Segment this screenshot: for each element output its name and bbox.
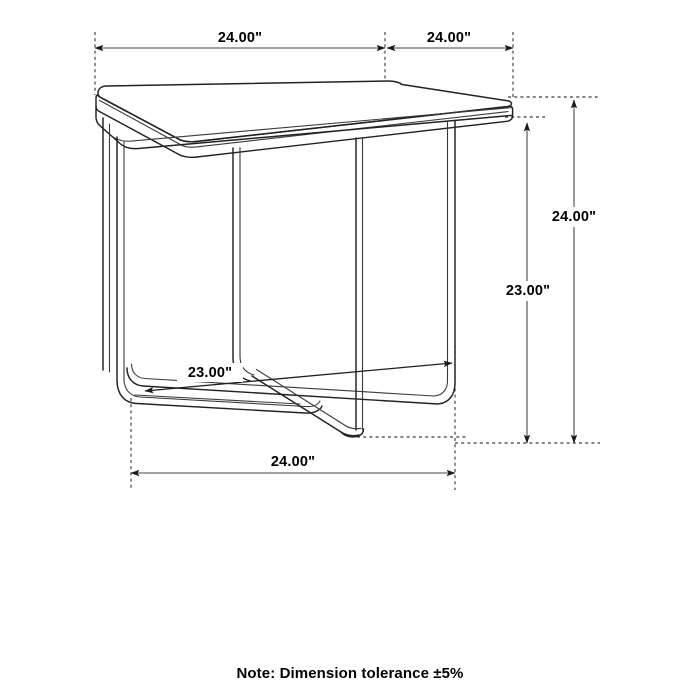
left-front-leg-inner — [123, 141, 321, 408]
dim-label-right-outer-top: 24.00" — [552, 209, 596, 225]
dim-label-base-depth-mask — [177, 363, 243, 382]
dimension-base-width: 24.00" — [130, 454, 456, 477]
dim-label-right-outer-mask — [540, 207, 608, 227]
left-front-leg-outer — [116, 136, 323, 414]
dim-line-base-depth — [144, 360, 453, 394]
dimension-top-right: 24.00" — [386, 30, 514, 52]
dimension-right-outer: 24.00" 24.00" — [540, 99, 608, 444]
dim-label-top-left: 24.00" — [218, 30, 262, 46]
dim-label-right-inner: 23.00" — [506, 283, 550, 299]
center-foot-bottom-curve — [340, 428, 365, 438]
table-top — [95, 80, 514, 159]
left-sled-foot-rail — [134, 394, 301, 405]
tolerance-note: Note: Dimension tolerance ±5% — [236, 665, 463, 682]
dim-label-top-right: 24.00" — [427, 30, 471, 46]
dimension-top-left: 24.00" — [94, 30, 386, 52]
table-top-apron — [95, 105, 514, 150]
right-front-leg-outer — [126, 119, 456, 405]
table-top-apron-inner — [111, 106, 514, 142]
dimension-right-inner: 23.00" — [494, 122, 562, 444]
dim-label-right-inner-mask — [494, 281, 562, 301]
dim-label-base-depth: 23.00" — [188, 365, 232, 381]
dimension-base-depth: 23.00" — [144, 360, 453, 394]
cross-brace-diagonal-inner — [255, 368, 362, 430]
dim-label-base-width: 24.00" — [271, 454, 315, 470]
